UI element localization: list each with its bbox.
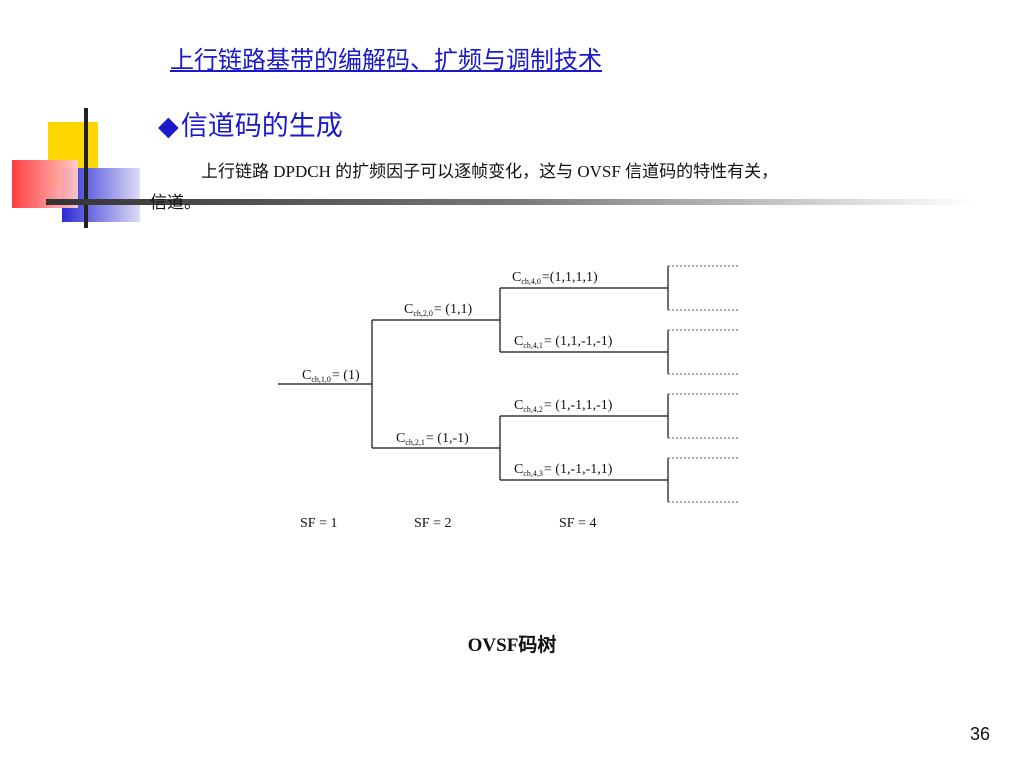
sf-label-4: SF = 4 [559,516,596,531]
diamond-bullet-icon: ◆ [158,111,179,142]
node-label-c42: Cch,4,2= (1,-1,1,-1) [514,398,613,414]
tree-dotted-extensions [668,265,738,503]
corner-decoration [12,108,140,228]
node-label-c21: Cch,2,1= (1,-1) [396,431,469,447]
deco-vertical-bar [84,108,88,228]
node-label-c10: Cch,1,0= (1) [302,368,360,384]
node-label-c43: Cch,4,3= (1,-1,-1,1) [514,462,613,478]
body-text-line-1: 上行链路 DPDCH 的扩频因子可以逐帧变化，这与 OVSF 信道码的特性有关， [201,162,779,181]
node-label-c20: Cch,2,0= (1,1) [404,302,472,318]
page-number: 36 [969,724,990,744]
slide-title-link[interactable]: 上行链路基带的编解码、扩频与调制技术 [170,46,602,74]
tree-branches [278,266,669,502]
node-label-c40: Cch,4,0=(1,1,1,1) [512,270,598,286]
node-label-c41: Cch,4,1= (1,1,-1,-1) [514,334,613,350]
section-heading: ◆信道码的生成 [158,104,343,143]
diagram-caption: OVSF码树 [467,635,557,656]
sf-label-1: SF = 1 [300,516,337,531]
section-heading-text: 信道码的生成 [180,111,343,142]
header-rule [46,199,976,205]
body-text-line-2: 信道。 [150,193,201,212]
sf-label-2: SF = 2 [414,516,451,531]
